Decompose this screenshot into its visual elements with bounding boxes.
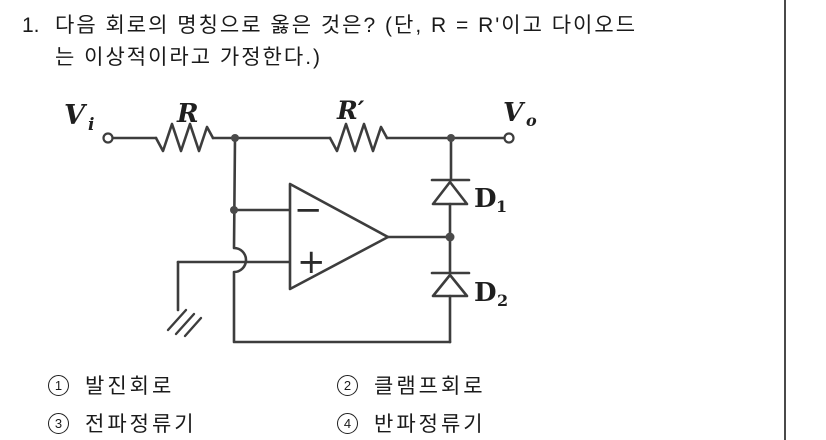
option-2-label: 클램프회로	[374, 375, 486, 398]
opamp-minus-sign: −	[294, 190, 323, 230]
vi-sub-label: i	[88, 115, 94, 135]
option-2-number: 2	[337, 374, 358, 396]
option-3: 3 전파정류기	[48, 408, 197, 438]
junction-node-b	[447, 134, 455, 142]
question-text-1: 다음 회로의 명칭으로 옳은 것은? (단, R = R'이고 다이오드	[55, 14, 638, 37]
d1-triangle	[431, 180, 469, 206]
junction-node-c	[230, 206, 238, 214]
question-text-2: 는 이상적이라고 가정한다.)	[55, 46, 323, 69]
option-4: 4 반파정류기	[337, 408, 486, 438]
r-prime-label: R′	[336, 96, 365, 125]
r-label: R	[176, 99, 199, 129]
question-line-1: 1. 다음 회로의 명칭으로 옳은 것은? (단, R = R'이고 다이오드	[22, 13, 637, 39]
vo-sub-label: o	[526, 111, 537, 130]
junction-node-d	[445, 232, 455, 242]
vo-label: V	[503, 98, 526, 128]
option-3-label: 전파정류기	[85, 413, 197, 436]
d2-triangle	[431, 273, 469, 298]
resistor-r	[154, 122, 215, 153]
d2-sub-label: 2	[497, 291, 508, 310]
option-1-label: 발진회로	[85, 375, 175, 398]
option-4-number: 4	[337, 412, 358, 434]
vi-label: V	[64, 100, 88, 131]
d1-sub-label: 1	[496, 197, 507, 216]
question-number: 1.	[22, 14, 40, 37]
output-terminal-vo	[503, 132, 515, 144]
column-divider	[784, 0, 786, 440]
junction-node-a	[231, 134, 239, 142]
d2-label: D	[474, 278, 497, 308]
input-terminal-vi	[102, 132, 114, 144]
diode-d1	[430, 178, 471, 235]
opamp-plus-sign: +	[297, 242, 326, 282]
opamp-triangle	[288, 182, 390, 291]
question-line-2: 는 이상적이라고 가정한다.)	[55, 45, 322, 71]
d1-label: D	[474, 184, 497, 214]
option-4-label: 반파정류기	[374, 413, 486, 436]
option-1-number: 1	[48, 374, 69, 396]
resistor-r-prime	[328, 122, 389, 153]
option-3-number: 3	[48, 412, 69, 434]
ground-icon	[166, 308, 203, 338]
diode-d2	[430, 239, 471, 344]
option-1: 1 발진회로	[48, 370, 174, 400]
option-2: 2 클램프회로	[337, 370, 486, 400]
